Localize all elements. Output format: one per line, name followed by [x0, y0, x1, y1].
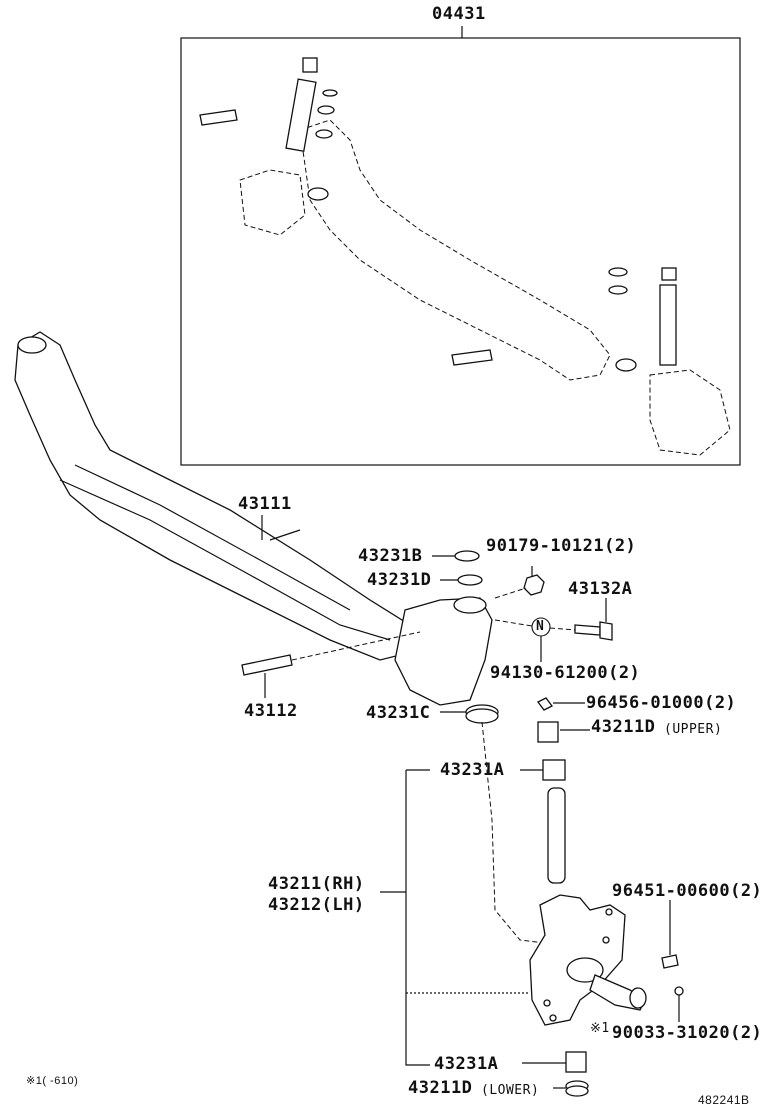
bush-upper-shape [537, 721, 559, 743]
axle-pin-shape [241, 654, 293, 676]
label-knuckle-rh: 43211(RH) [268, 874, 365, 894]
label-knuckle-lh: 43212(LH) [268, 895, 365, 915]
assembly-label: 04431 [432, 4, 486, 24]
steering-knuckle-shape [529, 894, 647, 1026]
king-pin-shape [547, 787, 566, 884]
label-bush-lower-note: (LOWER) [481, 1083, 540, 1098]
label-bush-43231a-top: 43231A [440, 760, 505, 780]
grease-fitting-lower [661, 954, 679, 969]
label-bush-43231a-bottom: 43231A [434, 1054, 499, 1074]
label-bush-lower: 43211D [408, 1078, 473, 1098]
label-grease-96456: 96456-01000(2) [586, 693, 737, 713]
plug-note-marker: ※1 [590, 1021, 610, 1036]
label-axle-pin: 43112 [244, 701, 298, 721]
nut-symbol: N [536, 619, 545, 634]
label-shim-c: 43231C [366, 703, 431, 723]
knuckle-bracket [405, 770, 430, 1066]
shim-b-shape [454, 550, 480, 562]
figure-id: 482241B [698, 1093, 750, 1107]
label-bolt-90179: 90179-10121(2) [486, 536, 637, 556]
nut-90179-shape [523, 574, 545, 596]
bolt-43132a-shape [574, 624, 601, 636]
inset-axle-beam [199, 57, 731, 456]
main-axle-beam [14, 331, 493, 706]
label-shim-b: 43231B [358, 546, 423, 566]
label-bush-upper-note: (UPPER) [664, 722, 723, 737]
label-grease-96451: 96451-00600(2) [612, 881, 760, 901]
label-bolt-43132a: 43132A [568, 579, 633, 599]
plug-90033-shape [674, 986, 684, 996]
shim-d-shape [457, 574, 483, 586]
assembly-inset-frame [180, 37, 741, 466]
label-nut-94130: 94130-61200(2) [490, 663, 641, 683]
grease-fitting-upper [537, 697, 553, 711]
label-axle-beam: 43111 [238, 494, 292, 514]
bush-43231a-top-shape [542, 759, 566, 781]
footnote: ※1( -610) [26, 1075, 79, 1087]
label-bush-upper: 43211D [591, 717, 656, 737]
label-plug-90033: 90033-31020(2) [612, 1023, 760, 1043]
label-shim-d: 43231D [367, 570, 432, 590]
bush-43231a-bottom-shape [565, 1051, 587, 1073]
